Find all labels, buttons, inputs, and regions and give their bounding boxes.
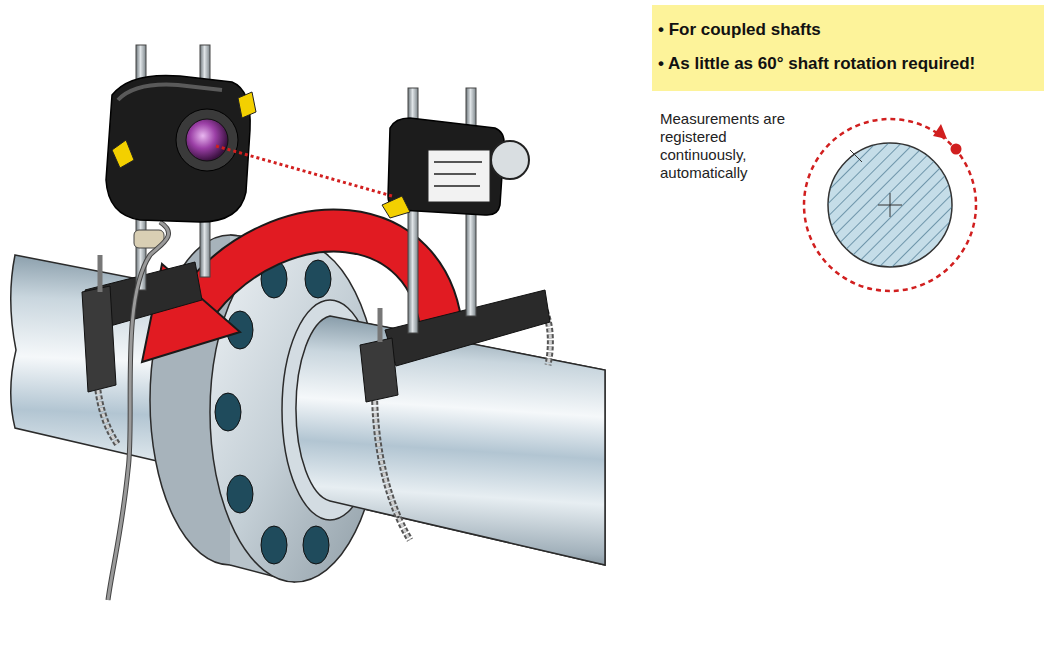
bolt-hole [303,526,329,564]
laser-beam [216,146,392,196]
shaft-section [828,143,952,267]
annotation-text: Measurements are registered continuously… [660,110,788,182]
plate-marking [434,161,482,163]
rotation-arrowhead [933,124,947,139]
shaft [296,316,605,565]
laser-lens [186,119,228,161]
prism-reflector [388,118,504,215]
shaft-bracket [360,338,398,402]
bracket-screw [378,308,383,342]
center-mark [890,193,891,217]
note-box: • For coupled shafts• As little as 60° s… [652,5,1044,91]
plate-marking [434,173,476,175]
laser-highlight [118,85,222,100]
bracket-screw [98,255,103,292]
yellow-knob [238,92,256,118]
cable [108,222,169,600]
bolt-hole [215,393,241,431]
prism-knob [491,141,529,179]
bolt-hole [305,260,331,298]
note-text: • For coupled shafts [658,13,1038,47]
bolt-hole [261,526,287,564]
measurement-point [951,144,962,155]
cable [108,222,169,600]
leader-line [850,150,862,162]
rotation-arrow [200,231,442,335]
yellow-knob [382,196,410,218]
laser-lens-mount [176,109,238,171]
bolt-hole [227,475,253,513]
yellow-knob [112,140,134,168]
plate-marking [434,185,480,187]
shaft-hatch [828,143,952,267]
rotation-arrow-outline [200,231,442,335]
shaft-bracket [82,286,116,392]
note-text: • As little as 60° shaft rotation requir… [658,47,1038,81]
rotation-path [804,119,976,291]
prism-label-plate [428,150,490,202]
